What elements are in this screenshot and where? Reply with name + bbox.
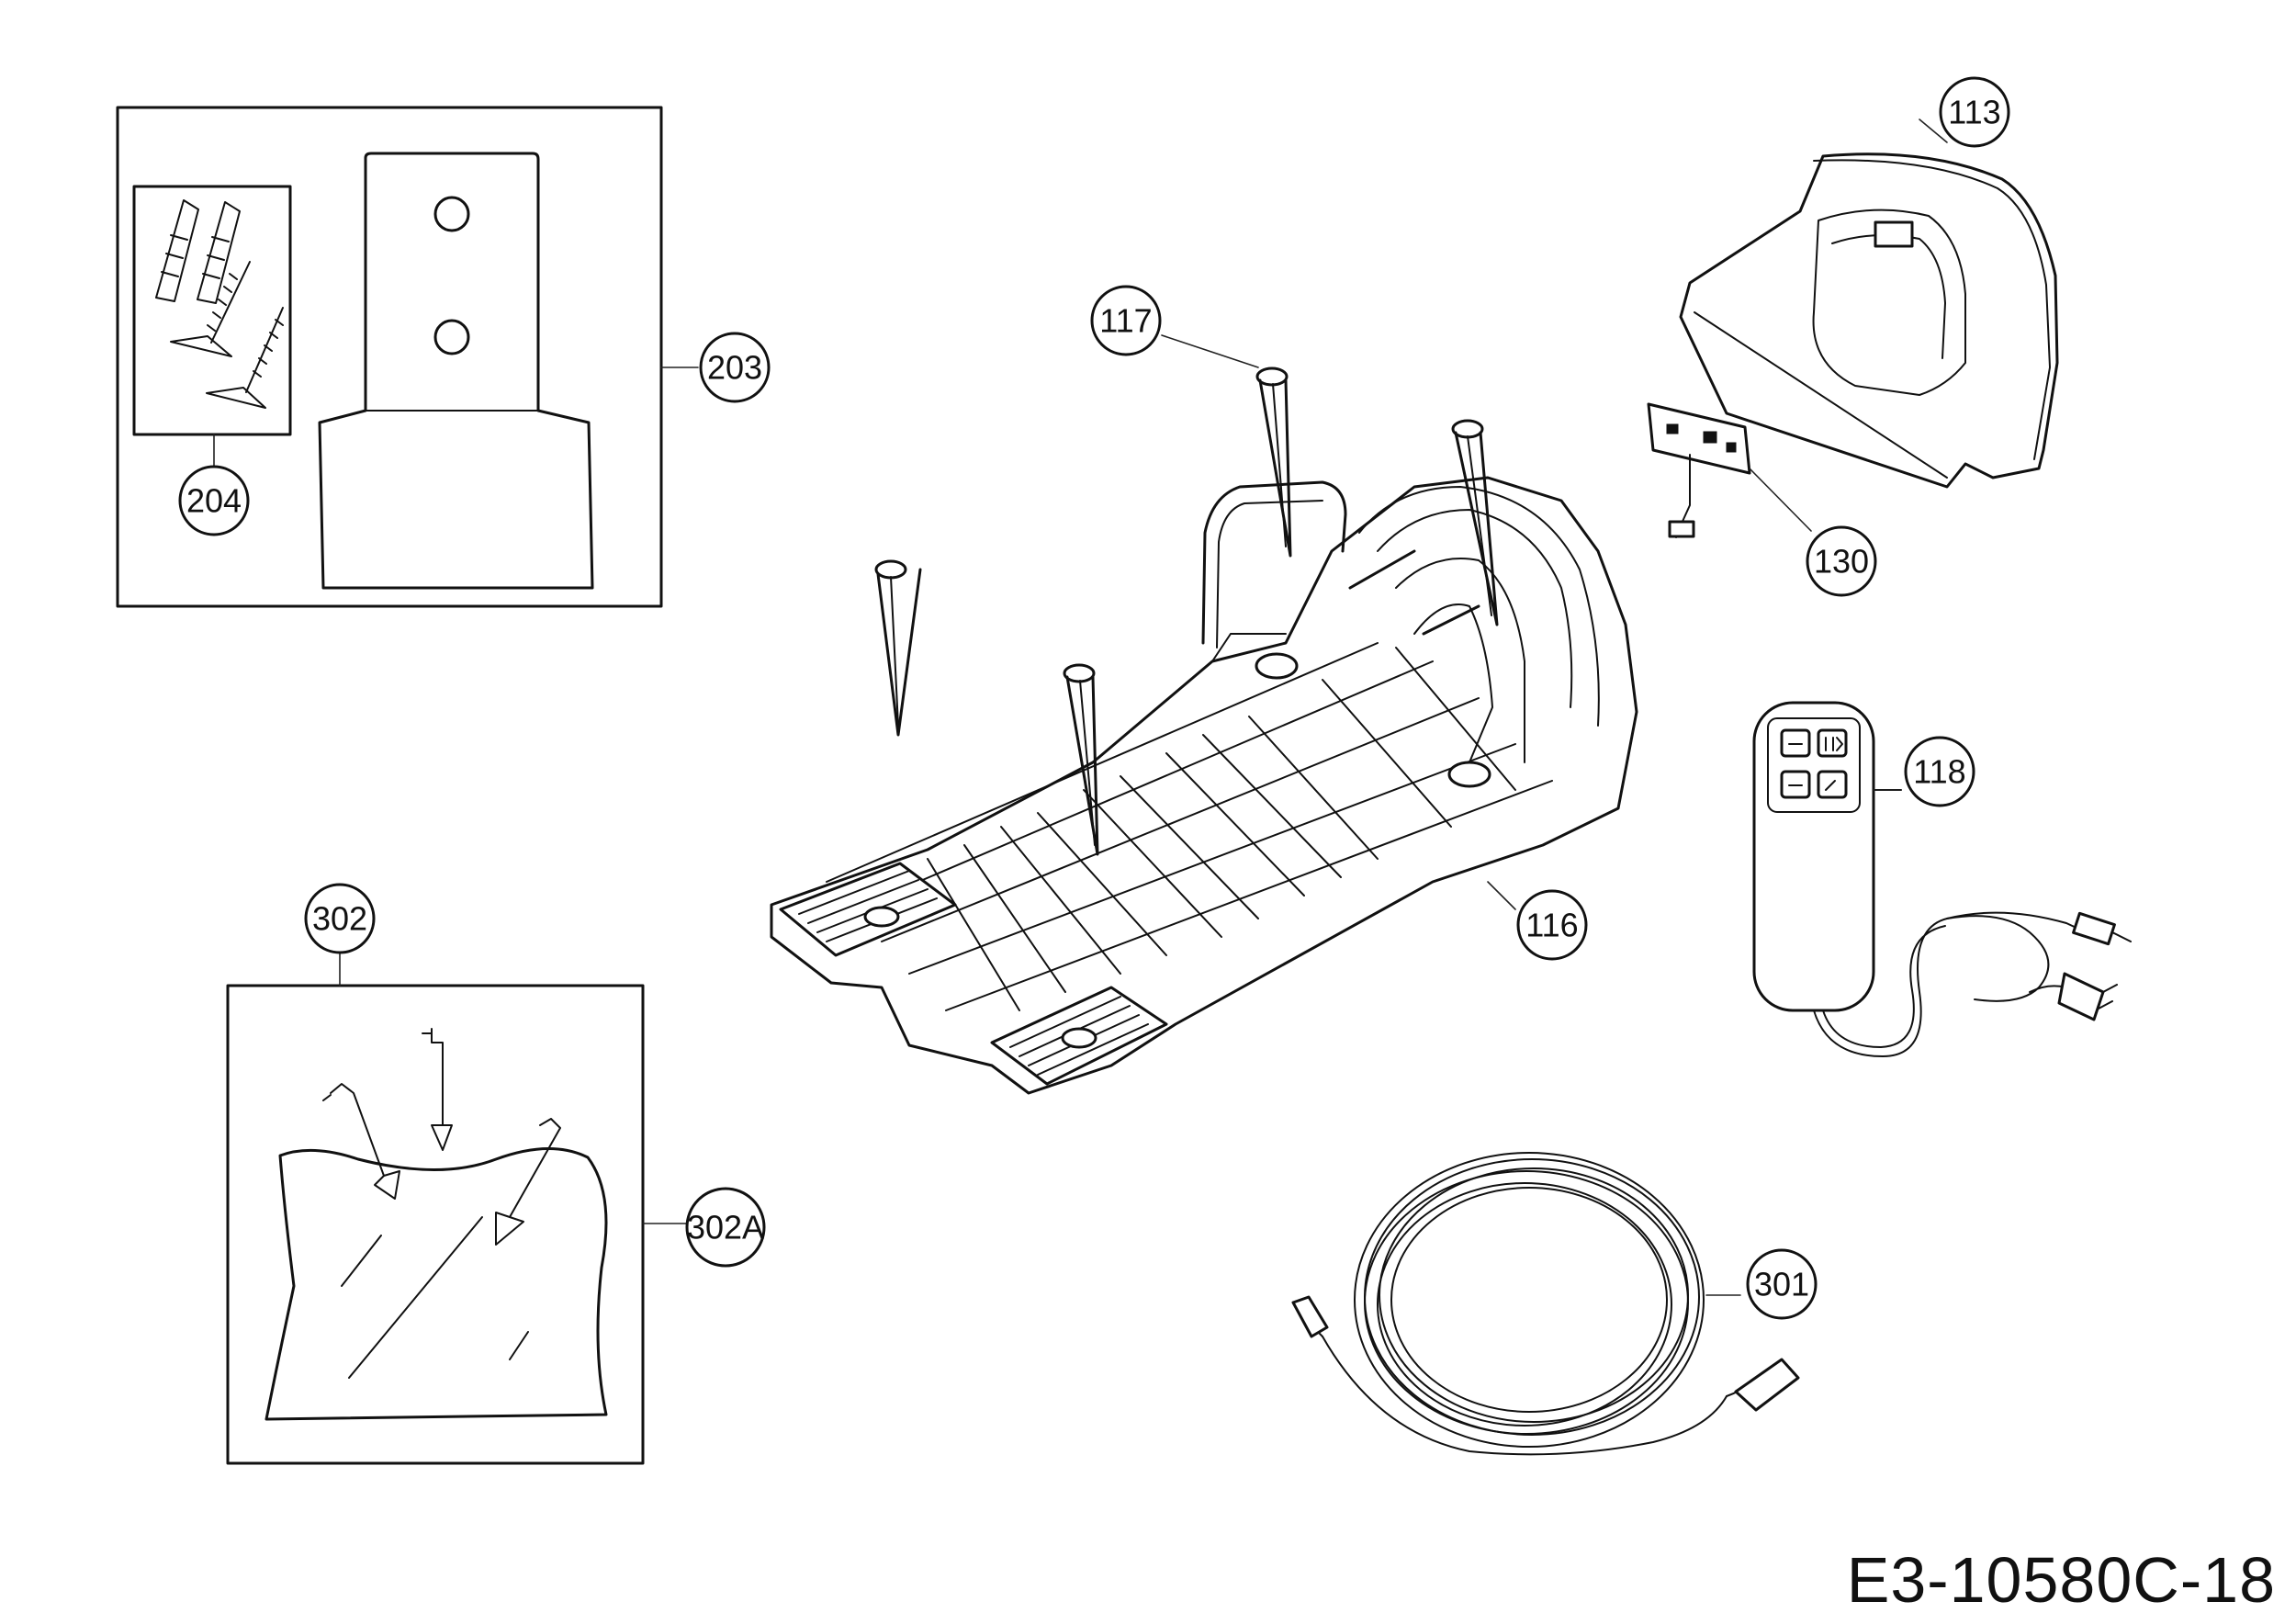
drawing-code-label: E3-10580C-18 <box>1846 1544 2276 1616</box>
callout-302A: 302A <box>685 1187 766 1268</box>
callout-label-301: 301 <box>1754 1266 1809 1303</box>
callout-label-116: 116 <box>1525 907 1578 944</box>
callout-label-203: 203 <box>707 349 762 387</box>
contact-pad-right <box>990 986 1168 1086</box>
peg-1 <box>874 559 922 737</box>
charging-station-base-plate <box>770 476 1638 1095</box>
callout-301: 301 <box>1746 1248 1818 1320</box>
callout-label-130: 130 <box>1814 543 1869 581</box>
callout-label-118: 118 <box>1913 753 1965 791</box>
boundary-wire-coil <box>1291 1152 1800 1456</box>
circuit-board <box>1647 402 1812 538</box>
callout-label-113: 113 <box>1948 94 2000 131</box>
callout-203: 203 <box>699 332 771 403</box>
callout-118: 118 <box>1904 736 1975 807</box>
callout-label-204: 204 <box>186 482 242 520</box>
pegs-bag-kit <box>226 938 688 1465</box>
callout-130: 130 <box>1806 525 1877 597</box>
callout-label-302A: 302A <box>687 1209 764 1246</box>
callout-117: 117 <box>1090 285 1162 356</box>
contact-pad-left <box>779 862 957 957</box>
wall-bracket-plate <box>318 152 594 590</box>
power-supply-unit <box>1752 701 2132 1057</box>
callout-label-302: 302 <box>312 900 367 938</box>
peg-4 <box>1451 419 1499 626</box>
callout-302: 302 <box>304 883 376 954</box>
callout-113: 113 <box>1939 76 2010 148</box>
station-cover-hood <box>1679 118 2059 489</box>
callout-116: 116 <box>1516 889 1588 961</box>
ground-pegs <box>874 334 1499 856</box>
peg-2 <box>1255 367 1292 558</box>
screws-and-anchors <box>132 185 292 436</box>
callout-label-117: 117 <box>1099 302 1152 340</box>
callout-204: 204 <box>178 465 250 536</box>
wall-mount-kit <box>116 106 699 608</box>
peg-3 <box>1063 663 1099 856</box>
